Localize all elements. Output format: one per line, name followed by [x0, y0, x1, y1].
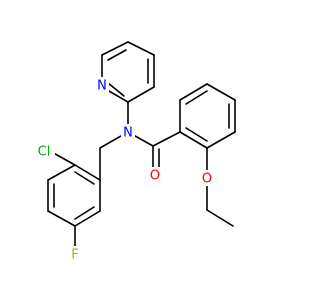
chlorofluorophenyl-ring [47, 164, 101, 227]
atom-cl: Cl [33, 143, 55, 160]
bond [74, 210, 101, 227]
bond [152, 131, 181, 147]
atom-o-carbonyl: O [149, 167, 163, 184]
bond [47, 210, 76, 227]
bond [206, 209, 234, 227]
molecule-structure: N N O O Cl F [33, 41, 236, 263]
double-bond-inner [185, 90, 208, 105]
bond [179, 131, 208, 149]
double-bond-inner [107, 82, 125, 97]
double-bond-inner [74, 171, 95, 185]
bond [101, 41, 129, 56]
bond [47, 164, 76, 181]
bond [179, 83, 208, 101]
atom-n-pyridine: N [95, 77, 109, 94]
atom-label-f: F [71, 248, 78, 263]
atom-label-o-ether: O [202, 172, 212, 187]
atom-label-n-pyridine: N [97, 79, 107, 94]
double-bond-inner [74, 206, 95, 220]
atom-label-cl: Cl [38, 145, 51, 160]
bond [127, 86, 155, 103]
atom-label-n-amide: N [123, 126, 133, 141]
bond [206, 131, 236, 149]
atom-o-ether: O [200, 170, 214, 187]
double-bond-inner [185, 127, 208, 142]
double-bond-inner [107, 49, 127, 61]
atom-f: F [68, 246, 82, 263]
bond [74, 164, 101, 181]
bond [206, 83, 236, 101]
atom-n-amide: N [121, 124, 135, 141]
bond [127, 41, 155, 56]
benzamide-ring [179, 83, 236, 149]
atom-label-o-carbonyl: O [150, 169, 160, 184]
pyridine-ring [101, 41, 155, 103]
